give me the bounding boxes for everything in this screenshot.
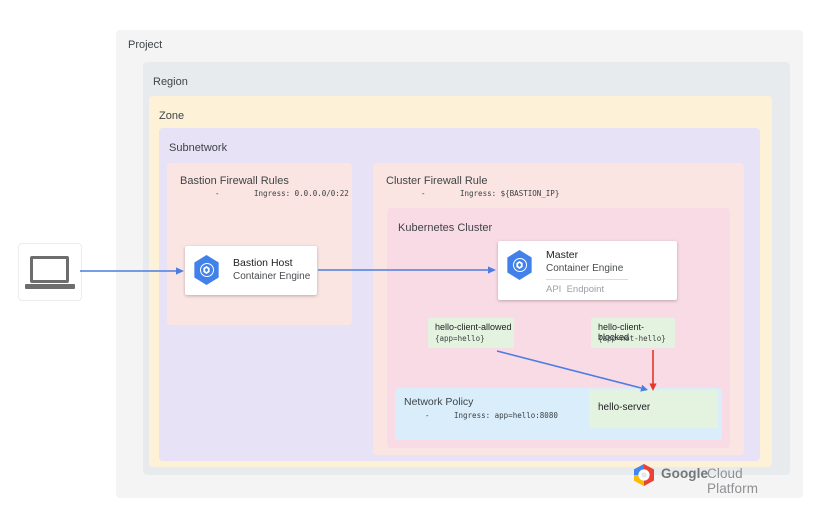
cluster-firewall-label: Cluster Firewall Rule [386,175,488,187]
api-endpoint-label: API Endpoint [546,284,605,295]
project-label: Project [128,39,163,51]
bastion-host-title: Bastion Host [233,257,293,269]
card-divider [546,279,628,280]
client-laptop-card [18,243,82,301]
hello-client-allowed-selector: {app=hello} [435,334,485,343]
network-policy-label: Network Policy [404,396,474,408]
hello-server-label: hello-server [598,402,651,413]
hello-client-allowed-label: hello-client-allowed [435,322,512,332]
master-title: Master [546,249,579,261]
bastion-host-card: Bastion Host Container Engine [185,246,317,295]
gke-hexagon-icon [194,255,219,285]
hello-client-blocked-pod: hello-client-blocked {app=not-hello} [591,318,675,348]
bastion-firewall-label: Bastion Firewall Rules [180,175,289,187]
kubernetes-cluster-label: Kubernetes Cluster [398,222,493,234]
hello-server-pod: hello-server [589,390,718,428]
cloud-platform-wordmark: Cloud Platform [707,466,759,496]
network-policy-rule: - Ingress: app=hello:8080 [425,411,558,420]
master-card: Master Container Engine API Endpoint [498,241,677,300]
master-subtitle: Container Engine [546,263,624,274]
gcp-logo: Google Cloud Platform [630,461,795,496]
google-wordmark: Google [661,466,709,481]
zone-label: Zone [159,110,185,122]
subnetwork-label: Subnetwork [169,142,228,154]
bastion-firewall-rules-box: Bastion Firewall Rules - Ingress: 0.0.0.… [167,163,352,325]
hello-client-blocked-selector: {app=not-hello} [598,334,666,343]
gke-hexagon-icon [507,250,532,280]
hello-client-blocked-label: hello-client-blocked [598,322,645,342]
cluster-firewall-rule: - Ingress: ${BASTION_IP} [421,189,560,198]
bastion-firewall-rule: - Ingress: 0.0.0.0/0:22 [215,189,349,198]
google-cloud-platform-logo-icon [634,464,654,486]
bastion-host-subtitle: Container Engine [233,271,311,282]
hello-client-allowed-pod: hello-client-allowed {app=hello} [428,318,514,348]
region-label: Region [153,76,188,88]
